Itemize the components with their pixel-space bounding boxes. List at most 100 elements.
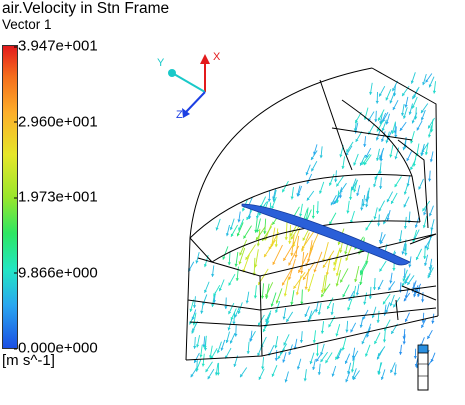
velocity-vector-head: [232, 321, 236, 325]
velocity-vector-head: [403, 191, 407, 195]
velocity-vector-head: [282, 359, 286, 363]
velocity-vector-head: [262, 328, 266, 332]
velocity-vector: [322, 242, 329, 262]
velocity-vector-head: [260, 295, 265, 299]
velocity-vector-head: [195, 260, 199, 264]
velocity-vector-head: [320, 330, 325, 334]
velocity-vector-head: [418, 186, 422, 190]
velocity-vector: [242, 254, 250, 273]
velocity-vector-head: [413, 294, 417, 298]
velocity-vector-head: [264, 253, 267, 258]
velocity-vector-head: [229, 340, 233, 344]
velocity-vector-head: [421, 299, 425, 303]
velocity-vector-head: [345, 257, 349, 261]
velocity-vector-head: [322, 264, 326, 268]
velocity-vector-head: [345, 379, 349, 383]
velocity-vector-head: [196, 344, 200, 348]
velocity-vector-head: [353, 189, 357, 193]
velocity-vector-head: [420, 152, 424, 156]
velocity-vector-head: [301, 248, 305, 252]
velocity-vector: [281, 266, 294, 286]
velocity-vector-head: [290, 236, 294, 240]
ruler-icon: [417, 344, 429, 391]
velocity-vector-head: [200, 310, 204, 314]
velocity-vector-head: [283, 293, 287, 297]
velocity-vector-head: [428, 213, 433, 217]
velocity-vector-head: [381, 127, 385, 132]
velocity-vector-head: [319, 155, 323, 159]
velocity-vector-head: [274, 244, 278, 248]
velocity-vector-head: [366, 334, 370, 338]
velocity-vector: [305, 268, 310, 290]
velocity-vector-head: [254, 229, 258, 233]
legend-colorbar: [2, 45, 18, 349]
velocity-vector-head: [428, 178, 432, 182]
velocity-vector-head: [265, 320, 269, 325]
velocity-vector-head: [428, 84, 432, 88]
velocity-vector-head: [284, 379, 288, 383]
velocity-vector-head: [321, 293, 324, 298]
velocity-vector-head: [309, 361, 313, 365]
velocity-vector-head: [424, 152, 429, 156]
velocity-vector-head: [215, 227, 219, 231]
velocity-vector-head: [243, 235, 247, 239]
velocity-vector: [293, 271, 306, 290]
velocity-vector-head: [380, 376, 384, 380]
velocity-vector-head: [258, 376, 262, 380]
velocity-vector-head: [359, 282, 363, 285]
velocity-vector-head: [311, 168, 315, 172]
velocity-vector-head: [377, 223, 381, 227]
velocity-vector-head: [398, 239, 402, 243]
velocity-vector-head: [229, 226, 233, 231]
velocity-vector-head: [317, 311, 321, 316]
velocity-vector-head: [213, 293, 217, 297]
velocity-vector-head: [390, 369, 394, 373]
velocity-vector-head: [379, 186, 383, 190]
velocity-vector-head: [245, 256, 249, 260]
velocity-vector-head: [270, 303, 274, 307]
legend-tick-label: 3.947e+001: [14, 37, 98, 55]
velocity-vector-head: [290, 252, 294, 256]
velocity-vector-head: [288, 276, 292, 280]
velocity-vector-head: [238, 227, 242, 231]
velocity-vector-head: [401, 283, 405, 287]
velocity-vector-head: [379, 121, 383, 125]
legend-title: air.Velocity in Stn Frame: [2, 0, 170, 17]
velocity-vector-head: [388, 287, 392, 291]
velocity-vector: [345, 243, 353, 261]
velocity-vector-head: [414, 224, 418, 228]
velocity-vector-head: [265, 295, 269, 299]
velocity-vector-head: [337, 241, 341, 246]
velocity-vector-head: [230, 233, 234, 237]
legend-tick-label: 9.866e+000: [14, 264, 98, 281]
velocity-vector-head: [353, 162, 357, 166]
velocity-vector: [284, 277, 289, 297]
velocity-vector-head: [383, 221, 387, 225]
velocity-vector: [336, 257, 342, 277]
velocity-vector-head: [237, 310, 241, 314]
velocity-vector-head: [304, 286, 308, 290]
velocity-vector-head: [258, 281, 262, 285]
velocity-vector-head: [365, 204, 369, 208]
velocity-vector-head: [313, 269, 317, 273]
velocity-vector-head: [376, 356, 380, 360]
velocity-vector-head: [415, 256, 419, 261]
velocity-vector-head: [372, 287, 377, 291]
velocity-vector-head: [427, 134, 432, 138]
velocity-vector-head: [404, 252, 408, 256]
velocity-vector-head: [299, 213, 303, 217]
velocity-vector-head: [422, 225, 426, 229]
velocity-vector-head: [374, 340, 378, 345]
velocity-vector-head: [410, 80, 414, 84]
velocity-vector-head: [361, 340, 365, 345]
velocity-vector-head: [286, 318, 290, 322]
velocity-vector-head: [428, 273, 432, 277]
velocity-vector-head: [382, 339, 387, 343]
velocity-vector-head: [378, 117, 381, 121]
velocity-vector-head: [360, 207, 364, 211]
velocity-vector-head: [382, 301, 386, 305]
velocity-vector-head: [224, 306, 228, 310]
velocity-vector-head: [350, 329, 354, 333]
velocity-vector-head: [255, 236, 259, 241]
